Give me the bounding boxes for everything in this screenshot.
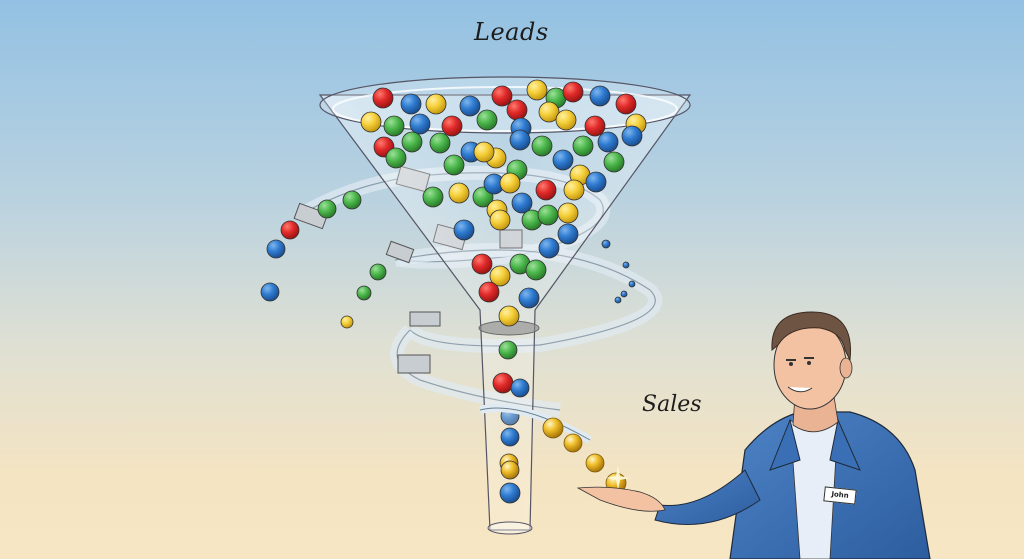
hand [576, 486, 666, 512]
ear [839, 357, 853, 379]
machine-6 [409, 311, 441, 327]
lead-balls [360, 79, 647, 327]
hair [771, 311, 852, 362]
sales-chute [479, 404, 630, 494]
salesman [576, 311, 931, 559]
spout-balls [492, 340, 530, 504]
lapels [769, 418, 861, 471]
sales-label: Sales [642, 392, 702, 417]
leads-label: Leads [474, 18, 549, 46]
machine-7 [397, 354, 431, 374]
machine-5 [385, 240, 415, 264]
machine-1 [293, 202, 329, 230]
rejected-balls [260, 190, 636, 329]
name-tag: John [823, 486, 857, 505]
